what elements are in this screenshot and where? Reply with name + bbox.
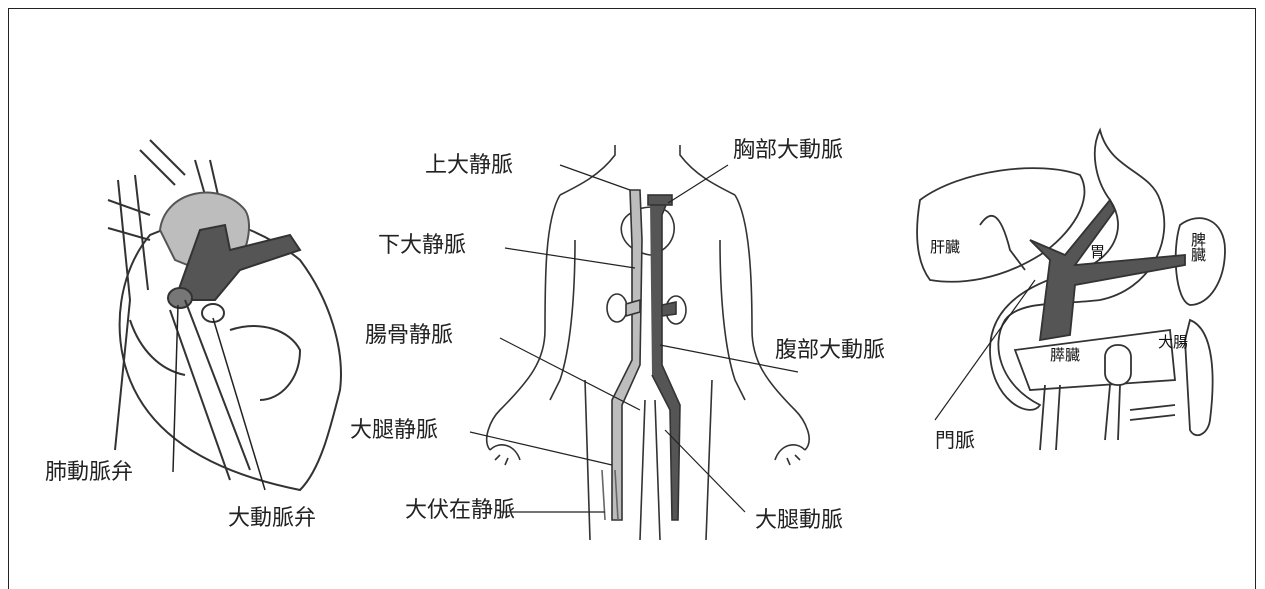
aortic-valve-label: 大動脈弁 (228, 508, 316, 530)
heart-illustration (108, 140, 341, 490)
abdomen-illustration (917, 130, 1225, 450)
stomach-label: 胃 (1090, 245, 1105, 260)
femoral-artery-label: 大腿動脈 (755, 510, 843, 532)
portal-vein-label: 門脈 (935, 430, 975, 450)
superior-vena-cava-label: 上大静脈 (425, 155, 513, 177)
great-saphenous-vein-label: 大伏在静脈 (405, 500, 515, 522)
body-illustration (487, 145, 809, 540)
large-intestine-label: 大腸 (1158, 335, 1188, 350)
thoracic-aorta-label: 胸部大動脈 (733, 140, 843, 162)
spleen-label: 脾臓 (1190, 232, 1205, 262)
pulmonary-valve-label: 肺動脈弁 (45, 462, 133, 484)
inferior-vena-cava-label: 下大静脈 (378, 235, 466, 257)
common-iliac-vein-label: 腸骨静脈 (365, 325, 453, 347)
abdominal-aorta-label: 腹部大動脈 (775, 340, 885, 362)
pancreas-label: 膵臓 (1050, 348, 1080, 363)
femoral-vein-label: 大腿静脈 (350, 420, 438, 442)
liver-label: 肝臓 (930, 240, 960, 255)
